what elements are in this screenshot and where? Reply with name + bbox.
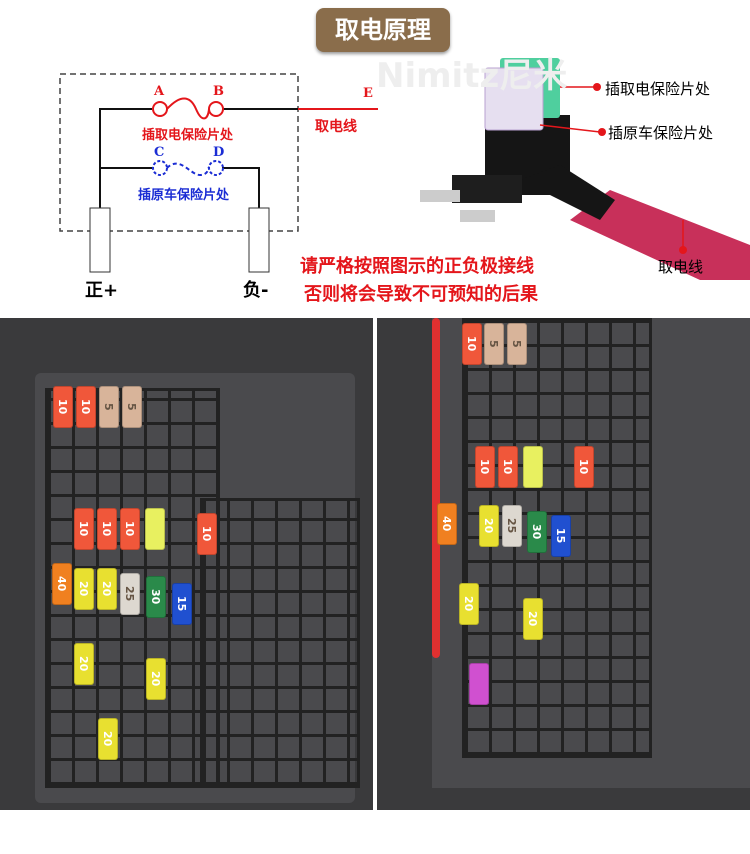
label-c: C xyxy=(154,145,165,160)
fuse-tap-outline xyxy=(59,73,299,232)
power-wire-label: 取电线 xyxy=(315,119,357,135)
page-title: 取电原理 xyxy=(316,8,450,52)
fuse: 40 xyxy=(52,563,72,605)
wiring-diagram xyxy=(59,73,378,273)
red-wire xyxy=(432,318,440,658)
warning-text: 请严格按照图示的正负极接线 否则将会导致不可预知的后果 xyxy=(300,253,538,309)
original-fuse-curve xyxy=(166,162,210,177)
red-wire xyxy=(570,190,750,280)
fuse: 20 xyxy=(74,643,94,685)
fuse: 40 xyxy=(437,503,457,545)
fuse-tap-product-image xyxy=(420,58,750,280)
terminal-c xyxy=(152,160,168,176)
fuse: 15 xyxy=(172,583,192,625)
fuse: 20 xyxy=(523,598,543,640)
label-d: D xyxy=(213,145,225,160)
tap-slot-callout: 插取电保险片处 xyxy=(605,80,711,98)
fuse: 5 xyxy=(507,323,527,365)
positive-wire xyxy=(99,108,152,238)
fuse: 10 xyxy=(76,386,96,428)
fuse: 20 xyxy=(459,583,479,625)
blade-1 xyxy=(420,190,460,202)
terminal-a xyxy=(152,101,168,117)
label-e: E xyxy=(363,86,373,101)
label-b: B xyxy=(213,84,224,99)
fuse: 25 xyxy=(502,505,522,547)
negative-blade xyxy=(248,207,270,273)
negative-label: 负- xyxy=(243,280,269,301)
positive-blade xyxy=(89,207,111,273)
label-a: A xyxy=(154,84,165,99)
fuse: 5 xyxy=(122,386,142,428)
fuse: 10 xyxy=(97,508,117,550)
fuse: 20 xyxy=(97,568,117,610)
tap-fuse-curve xyxy=(166,97,210,120)
fuse: 5 xyxy=(484,323,504,365)
fuse: 5 xyxy=(99,386,119,428)
fuse: 20 xyxy=(74,568,94,610)
clear-fuse xyxy=(484,67,544,131)
fuse: 10 xyxy=(498,446,518,488)
fuse: 30 xyxy=(146,576,166,618)
fuse xyxy=(145,508,165,550)
fuse: 20 xyxy=(479,505,499,547)
fuse: 10 xyxy=(53,386,73,428)
original-slot-callout: 插原车保险片处 xyxy=(608,124,714,142)
watermark: Nimitz尼米 xyxy=(376,56,568,96)
fuse xyxy=(469,663,489,705)
terminal-b xyxy=(208,101,224,117)
fuse: 20 xyxy=(98,718,118,760)
fuse: 20 xyxy=(146,658,166,700)
fuse: 25 xyxy=(120,573,140,615)
fuse: 10 xyxy=(462,323,482,365)
original-slot-label: 插原车保险片处 xyxy=(138,188,230,203)
positive-label: 正+ xyxy=(85,280,119,301)
fuse: 10 xyxy=(475,446,495,488)
fuse: 30 xyxy=(527,511,547,553)
tap-slot-label: 插取电保险片处 xyxy=(142,128,234,143)
fuse: 10 xyxy=(120,508,140,550)
blade-2 xyxy=(460,210,495,222)
fuse xyxy=(523,446,543,488)
fuse: 10 xyxy=(574,446,594,488)
terminal-d xyxy=(208,160,224,176)
warning-line-1: 请严格按照图示的正负极接线 xyxy=(300,256,534,277)
fuse: 10 xyxy=(74,508,94,550)
power-wire-callout: 取电线 xyxy=(658,258,704,276)
negative-wire xyxy=(222,167,260,214)
fuse: 10 xyxy=(197,513,217,555)
warning-line-2: 否则将会导致不可预知的后果 xyxy=(304,284,538,305)
fuse: 15 xyxy=(551,515,571,557)
